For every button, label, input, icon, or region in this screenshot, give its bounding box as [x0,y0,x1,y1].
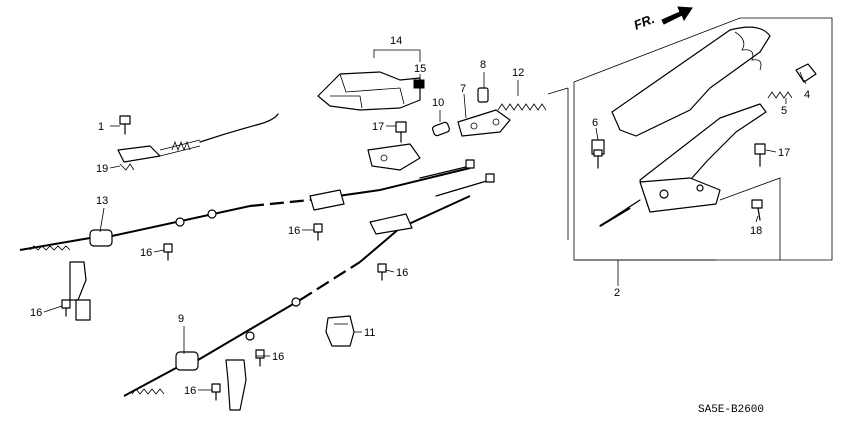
bolt-16-c [377,263,387,281]
lever-cover [317,71,421,111]
label-part-16-e: 16 [272,351,284,363]
label-part-2: 2 [614,287,620,299]
label-part-17-right: 17 [778,147,790,159]
brake-switch [591,139,605,169]
cable-equalizer [367,143,421,171]
label-part-4: 4 [804,89,810,101]
adjuster-spring [497,103,547,111]
rear-cable-lower [123,195,471,397]
label-part-11: 11 [364,327,375,339]
adjuster-pin [477,87,489,103]
equalizer-bracket [457,109,511,137]
front-direction-label: FR. [632,11,657,33]
bolt-18 [751,199,763,221]
lever-assembly-box [573,17,833,261]
label-part-7: 7 [460,83,466,95]
part-labels: 1 2 4 5 6 7 8 9 10 11 12 13 14 15 16 16 … [30,35,810,397]
label-part-16-c: 16 [396,267,408,279]
label-part-1: 1 [98,121,104,133]
label-part-9: 9 [178,313,184,325]
cover-clip [413,79,425,89]
bolt-17-right [754,143,766,167]
bolt-16-d [61,299,71,317]
cable-end-fitting [117,113,279,163]
bolt-16-b [313,223,323,241]
lever-release-button [795,63,817,83]
rear-cable-upper [19,167,471,251]
cable-clip-19 [119,163,135,171]
bolt-1 [119,115,131,135]
label-part-19: 19 [96,163,108,175]
label-part-16-d: 16 [30,307,42,319]
cable-bracket-left [69,261,91,321]
label-part-6: 6 [592,117,598,129]
label-part-5: 5 [781,105,787,117]
front-arrow-icon [661,6,693,25]
label-part-15: 15 [414,63,426,75]
label-part-16-f: 16 [184,385,196,397]
label-part-8: 8 [480,59,486,71]
bolt-17-left [395,121,407,143]
label-part-16-b: 16 [288,225,300,237]
label-part-17-left: 17 [372,121,384,133]
cable-connectors [419,159,495,197]
release-spring [767,91,793,99]
label-part-14: 14 [390,35,402,47]
cable-bracket-lower [225,359,247,411]
label-part-12: 12 [512,67,524,79]
bolt-16-a [163,243,173,261]
label-part-18: 18 [750,225,762,237]
label-part-13: 13 [96,195,108,207]
parking-brake-lever [599,26,771,227]
equalizer-pin [432,121,450,137]
leader-lines [43,72,807,391]
front-direction-indicator: FR. [632,6,693,33]
bolt-16-f [211,383,221,401]
label-part-16-a: 16 [140,247,152,259]
cable-clamp [325,315,355,347]
label-part-10: 10 [432,97,444,109]
bolt-16-e [255,349,265,367]
diagram-code: SA5E-B2600 [698,404,764,416]
